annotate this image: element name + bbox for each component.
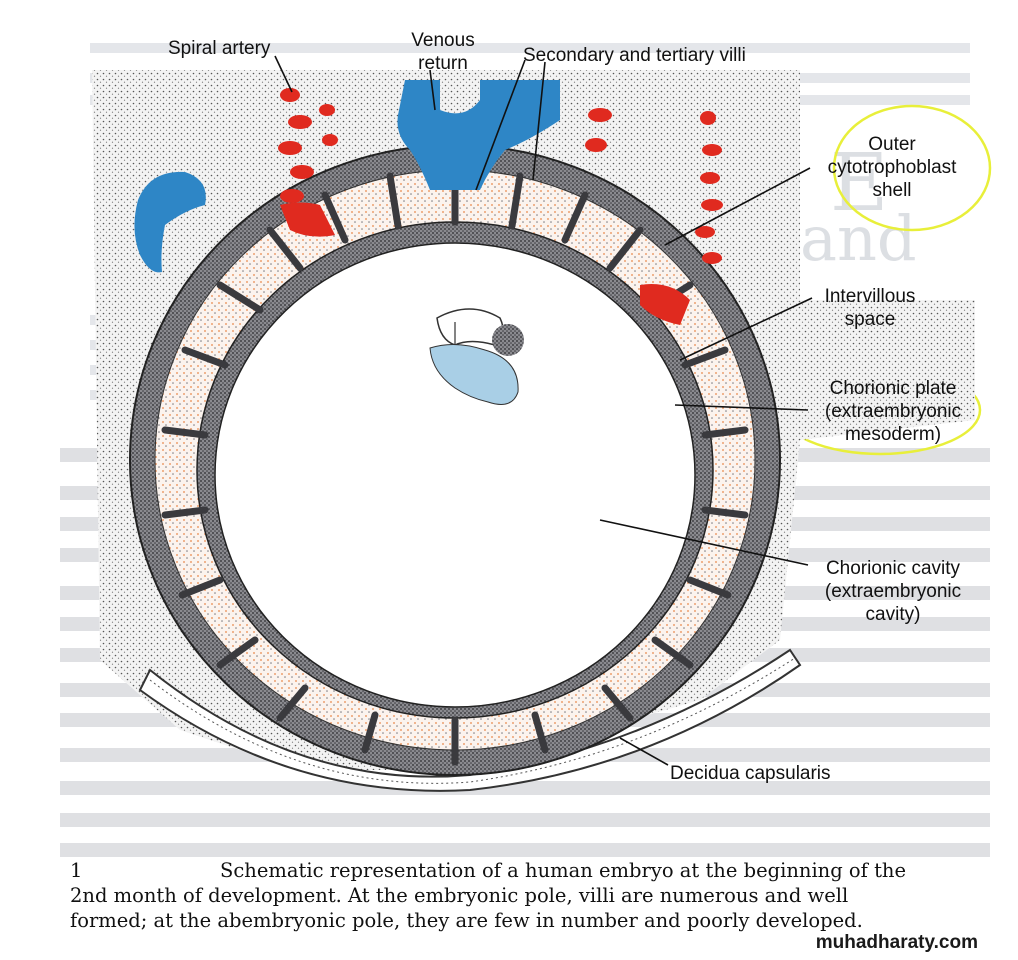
label-chorionic-plate: Chorionic plate (extraembryonic mesoderm…: [808, 377, 978, 446]
caption-number: 1: [70, 859, 83, 882]
label-chorionic-cavity: Chorionic cavity (extraembryonic cavity): [808, 557, 978, 626]
highlight-circle-outer: [832, 104, 992, 232]
label-secondary-tertiary-villi: Secondary and tertiary villi: [523, 44, 746, 67]
spiral-artery-left: [278, 88, 335, 237]
spiral-artery-right: [585, 108, 723, 325]
label-intervillous-line-1: Intervillous: [824, 286, 916, 307]
label-outer-line-2: cytotrophoblast: [827, 157, 957, 178]
watermark: muhadharaty.com: [815, 932, 978, 953]
venous-return-vessel: [397, 80, 560, 190]
label-plate-line-1: Chorionic plate: [829, 378, 957, 399]
label-decidua-text: Decidua capsularis: [670, 763, 831, 784]
label-spiral-artery: Spiral artery: [168, 37, 270, 60]
venous-sinus-left: [134, 171, 206, 273]
label-decidua-capsularis: Decidua capsularis: [670, 762, 831, 785]
pointer-lines: [274, 55, 813, 766]
label-outer-line-1: Outer: [868, 134, 916, 155]
caption-line-1: Schematic representation of a human embr…: [220, 859, 907, 882]
label-plate-line-3: mesoderm): [844, 424, 942, 445]
label-outer-cytotrophoblast-shell: Outer cytotrophoblast shell: [812, 133, 972, 202]
label-cavity-line-1: Chorionic cavity: [825, 558, 961, 579]
label-spiral-artery-text: Spiral artery: [168, 38, 271, 59]
caption-line-3: formed; at the abembryonic pole, they ar…: [70, 909, 863, 932]
label-venous-return: Venous return: [398, 29, 488, 75]
label-venous-line-2: return: [418, 53, 468, 74]
figure-caption: 1 Schematic representation of a human em…: [70, 858, 980, 933]
decidua-capsularis-band: [138, 648, 802, 792]
chorionic-cavity: [214, 242, 696, 708]
label-outer-line-3: shell: [872, 180, 912, 201]
label-cavity-line-3: cavity): [865, 604, 921, 625]
label-venous-line-1: Venous: [411, 30, 475, 51]
spiral-artery-mid: [319, 104, 338, 146]
label-plate-line-2: (extraembryonic: [824, 401, 962, 422]
label-villi-text: Secondary and tertiary villi: [523, 45, 746, 66]
label-cavity-line-2: (extraembryonic: [824, 581, 962, 602]
label-intervillous-space: Intervillous space: [805, 285, 935, 331]
embryo-illustration: [429, 308, 524, 405]
label-intervillous-line-2: space: [844, 309, 896, 330]
caption-line-2: 2nd month of development. At the embryon…: [70, 884, 849, 907]
villi-stems: [161, 166, 749, 766]
